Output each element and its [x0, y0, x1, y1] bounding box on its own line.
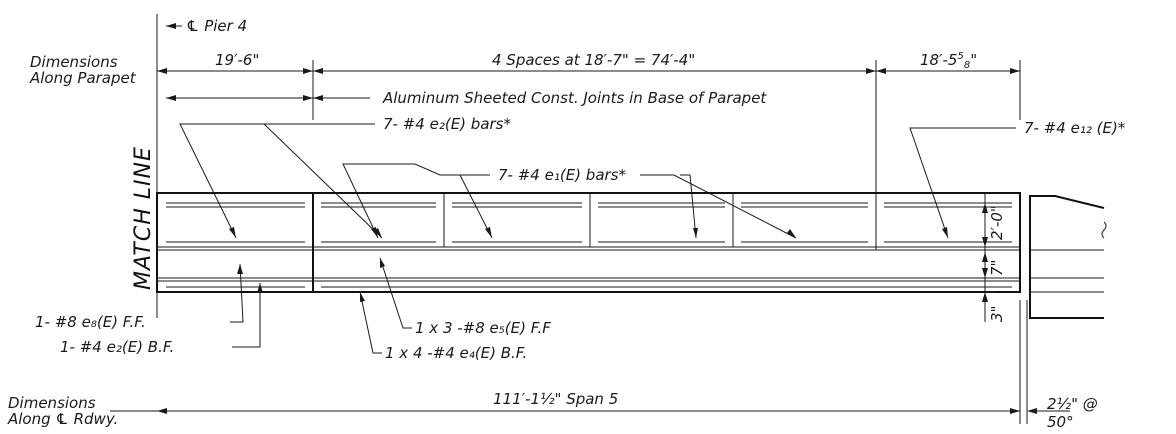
callout-e4-bf: 1 x 4 -#4 e₄(E) B.F.: [385, 344, 527, 362]
pier-label: ℄ Pier 4: [186, 17, 247, 35]
dim-four-spaces: 4 Spaces at 18′-7" = 74′-4": [492, 51, 695, 69]
leader-e12-bars: [909, 127, 1016, 239]
bottom-bar-lines: [166, 241, 1012, 288]
dim-last-panel: 18′-558": [920, 51, 977, 71]
span-label: 111′-1½" Span 5: [493, 390, 618, 408]
callout-e2-bf: 1- #4 e₂(E) B.F.: [60, 338, 174, 356]
parapet-panel-joints: [312, 193, 877, 292]
leader-e5-ff: [379, 257, 412, 329]
callout-e2-bars: 7- #4 e₂(E) bars*: [383, 115, 511, 133]
parapet-outline: [156, 192, 1021, 293]
dimensions-along-rdwy-label-2: Along ℄ Rdwy.: [7, 410, 118, 428]
skew-label-2: 50°: [1047, 413, 1074, 431]
construction-joints-line: [166, 95, 370, 101]
parapet-dimension-line: [157, 60, 1021, 250]
construction-joints-label: Aluminum Sheeted Const. Joints in Base o…: [382, 89, 767, 107]
skew-label-1: 2½" @: [1047, 395, 1098, 413]
leader-e4-bf: [359, 291, 382, 354]
leader-e8-ff: [230, 263, 244, 323]
dim-7in: 7": [988, 260, 1006, 276]
dimensions-along-parapet-label-2: Along Parapet: [29, 69, 137, 87]
match-line-label: MATCH LINE: [131, 146, 156, 290]
vertical-dimensions: 2′-0" 7" 3": [980, 193, 1006, 322]
callout-e8-ff: 1- #8 e₈(E) F.F.: [35, 313, 146, 331]
leader-e2-bars: [179, 123, 383, 239]
dim-first-panel: 19′-6": [215, 51, 259, 69]
callout-e12-bars: 7- #4 e₁₂ (E)*: [1024, 119, 1126, 137]
top-bar-lines: [166, 202, 1012, 208]
dim-2ft: 2′-0": [988, 205, 1006, 240]
callout-e1-bars: 7- #4 e₁(E) bars*: [498, 166, 626, 184]
span-dimension-line: [110, 300, 1070, 424]
dimensions-along-rdwy-label-1: Dimensions: [8, 394, 96, 412]
leader-e2-bf: [232, 283, 263, 348]
callout-e5-ff: 1 x 3 -#8 e₅(E) F.F: [415, 319, 551, 337]
dimensions-along-parapet-label-1: Dimensions: [30, 53, 118, 71]
adjacent-span-outline: [1029, 195, 1107, 319]
dim-3in: 3": [988, 306, 1006, 322]
leader-e1-bars: [342, 163, 797, 239]
